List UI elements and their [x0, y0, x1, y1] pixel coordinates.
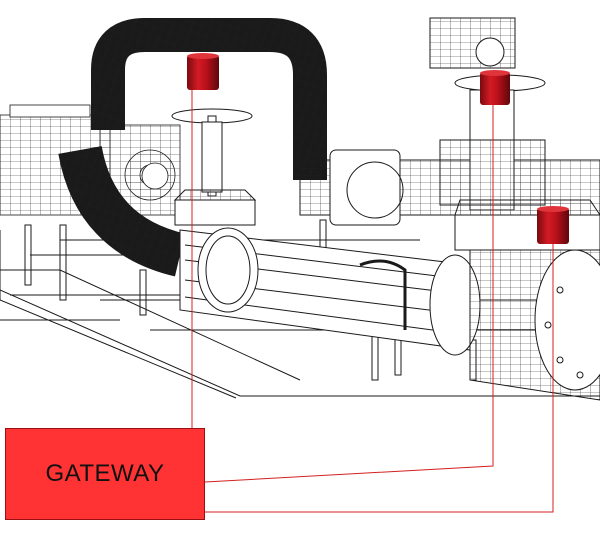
sensors — [187, 53, 569, 244]
signal-wires — [191, 90, 554, 513]
wire-right-actuator-sensor — [204, 105, 494, 483]
elbow-pipe — [58, 145, 186, 277]
gateway-box: GATEWAY — [5, 428, 205, 520]
wire-right-lower-sensor — [205, 242, 554, 513]
sensor-right-lower-valve — [537, 206, 569, 244]
sensor-left-valve — [187, 53, 219, 90]
sensor-right-actuator — [480, 70, 510, 105]
loop-pipe — [91, 18, 327, 180]
main-pipe — [179, 227, 481, 356]
left-gate-valve — [171, 108, 257, 226]
right-gate-valve — [429, 17, 600, 401]
gateway-label: GATEWAY — [45, 460, 165, 487]
